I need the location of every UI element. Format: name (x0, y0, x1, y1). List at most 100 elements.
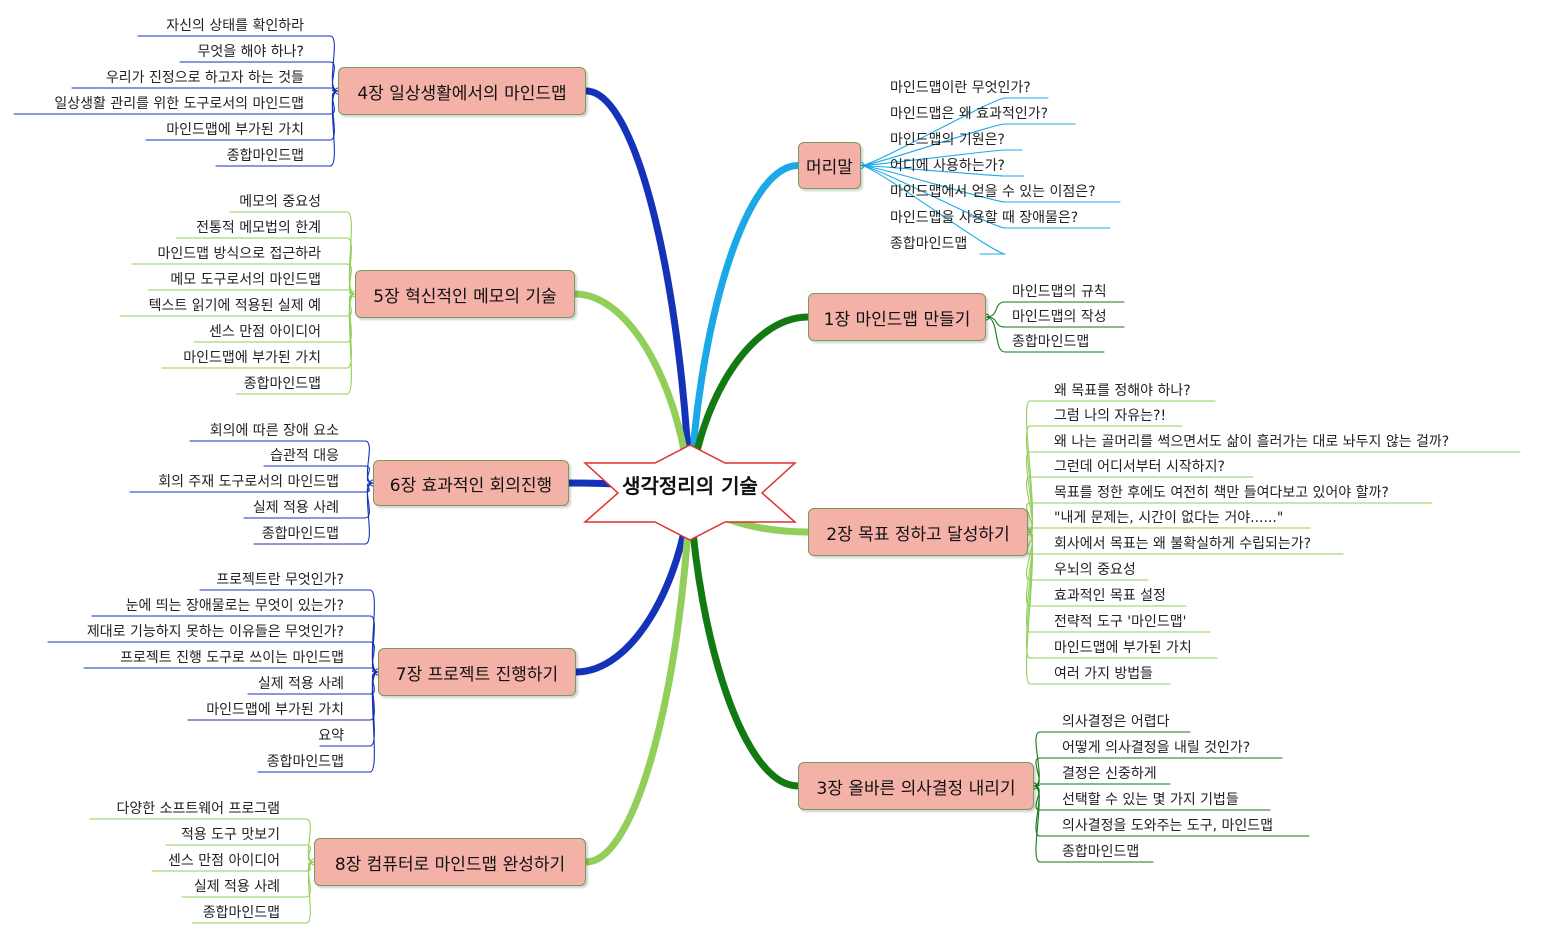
subtopic-item[interactable]: 마인드맵을 사용할 때 장애물은? (890, 210, 1079, 226)
subtopic-item[interactable]: 어떻게 의사결정을 내릴 것인가? (1062, 740, 1251, 756)
subtopic-item[interactable]: 적용 도구 맛보기 (180, 827, 280, 843)
subtopic-curve-ch8 (305, 861, 315, 924)
topic-ch3[interactable]: 3장 올바른 의사결정 내리기 (798, 762, 1034, 810)
subtopic-item[interactable]: 종합마인드맵 (226, 148, 304, 164)
subtopic-item[interactable]: 텍스트 읽기에 적용된 실제 예 (148, 298, 321, 314)
topic-intro[interactable]: 머리말 (798, 142, 861, 189)
subtopic-item[interactable]: 목표를 정한 후에도 여전히 책만 들여다보고 있어야 할까? (1054, 485, 1389, 501)
subtopic-item[interactable]: 회사에서 목표는 왜 불확실하게 수립되는가? (1054, 536, 1312, 552)
subtopic-item[interactable]: 효과적인 목표 설정 (1054, 588, 1166, 604)
subtopic-item[interactable]: 우리가 진정으로 하고자 하는 것들 (105, 70, 304, 86)
subtopic-item[interactable]: 메모 도구로서의 마인드맵 (170, 272, 321, 288)
subtopic-item[interactable]: 습관적 대응 (270, 448, 339, 464)
subtopic-curve-ch2 (1026, 451, 1034, 533)
subtopic-item[interactable]: 의사결정을 도와주는 도구, 마인드맵 (1062, 818, 1273, 834)
subtopic-item[interactable]: 선택할 수 있는 몇 가지 기법들 (1062, 792, 1239, 808)
subtopic-item[interactable]: 센스 만점 아이디어 (168, 853, 280, 869)
subtopic-item[interactable]: 종합마인드맵 (202, 905, 280, 921)
subtopic-item[interactable]: 실제 적용 사례 (193, 879, 280, 895)
subtopic-item[interactable]: 여러 가지 방법들 (1054, 666, 1154, 682)
subtopic-item[interactable]: 무엇을 해야 하나? (197, 44, 305, 60)
subtopic-item[interactable]: 전략적 도구 '마인드맵' (1054, 614, 1187, 630)
subtopic-curve-ch2 (1026, 502, 1034, 533)
subtopic-item[interactable]: 마인드맵은 왜 효과적인가? (890, 106, 1049, 122)
subtopic-item[interactable]: 마인드맵의 규칙 (1012, 284, 1107, 300)
subtopic-item[interactable]: 메모의 중요성 (239, 194, 321, 210)
topic-label-ch5: 5장 혁신적인 메모의 기술 (373, 286, 557, 307)
branch-connector-ch4 (582, 87, 694, 497)
subtopic-item[interactable]: 종합마인드맵 (890, 236, 968, 252)
topic-ch4[interactable]: 4장 일상생활에서의 마인드맵 (338, 67, 586, 115)
subtopic-item[interactable]: "내게 문제는, 시간이 없다는 거야......" (1054, 510, 1284, 526)
subtopic-item[interactable]: 종합마인드맵 (243, 376, 321, 392)
subtopic-item[interactable]: 프로젝트란 무엇인가? (216, 572, 344, 588)
subtopic-item[interactable]: 마인드맵의 기원은? (890, 132, 1005, 148)
subtopic-item[interactable]: 실제 적용 사례 (257, 676, 344, 692)
topic-label-ch6: 6장 효과적인 회의진행 (389, 475, 553, 496)
subtopic-curve-ch4 (329, 90, 339, 167)
topic-ch5[interactable]: 5장 혁신적인 메모의 기술 (355, 270, 575, 318)
branch-connector-intro (686, 162, 802, 497)
subtopic-item[interactable]: 마인드맵에 부가된 가치 (206, 702, 344, 718)
subtopic-item[interactable]: 마인드맵의 작성 (1012, 309, 1107, 325)
subtopic-item[interactable]: 요약 (318, 728, 344, 744)
subtopic-item[interactable]: 마인드맵에 부가된 가치 (166, 122, 304, 138)
subtopic-item[interactable]: 그런데 어디서부터 시작하지? (1054, 459, 1225, 475)
subtopic-item[interactable]: 제대로 기능하지 못하는 이유들은 무엇인가? (86, 624, 344, 640)
subtopic-curve-ch8 (305, 844, 315, 863)
subtopic-curve-ch5 (346, 263, 356, 295)
subtopic-item[interactable]: 어디에 사용하는가? (890, 158, 1005, 174)
central-topic-label: 생각정리의 기술 (622, 474, 758, 498)
topic-label-ch4: 4장 일상생활에서의 마인드맵 (357, 83, 567, 104)
subtopic-item[interactable]: 마인드맵 방식으로 접근하라 (157, 246, 321, 262)
subtopic-curve-ch2 (1025, 531, 1034, 685)
subtopic-item[interactable]: 마인드맵에 부가된 가치 (1054, 640, 1192, 656)
subtopic-item[interactable]: 프로젝트 진행 도구로 쓰이는 마인드맵 (120, 650, 344, 666)
subtopic-curve-ch1 (985, 316, 1006, 353)
subtopic-item[interactable]: 다양한 소프트웨어 프로그램 (116, 801, 280, 817)
subtopic-curve-ch6 (364, 465, 374, 484)
topic-ch6[interactable]: 6장 효과적인 회의진행 (373, 460, 569, 506)
subtopic-item[interactable]: 일상생활 관리를 위한 도구로서의 마인드맵 (54, 96, 304, 112)
subtopic-item[interactable]: 마인드맵에서 얻을 수 있는 이점은? (890, 184, 1096, 200)
subtopic-item[interactable]: 회의에 따른 장애 요소 (209, 423, 339, 439)
branch-connector-core-ch4 (584, 89, 692, 495)
topic-ch2[interactable]: 2장 목표 정하고 달성하기 (808, 508, 1028, 556)
topic-ch7[interactable]: 7장 프로젝트 진행하기 (378, 648, 576, 696)
subtopic-item[interactable]: 전통적 메모법의 한계 (196, 220, 321, 236)
subtopic-item[interactable]: 그럼 나의 자유는?! (1054, 408, 1167, 424)
topic-label-ch1: 1장 마인드맵 만들기 (823, 309, 971, 330)
subtopic-curve-ch7 (369, 641, 379, 673)
subtopic-item[interactable]: 종합마인드맵 (1062, 844, 1140, 860)
subtopic-item[interactable]: 왜 목표를 정해야 하나? (1054, 383, 1191, 399)
subtopic-item[interactable]: 마인드맵이란 무엇인가? (890, 80, 1031, 96)
topic-label-ch2: 2장 목표 정하고 달성하기 (826, 524, 1010, 545)
central-topic-star[interactable] (583, 444, 797, 541)
subtopic-item[interactable]: 눈에 띄는 장애물로는 무엇이 있는가? (125, 598, 344, 614)
subtopic-item[interactable]: 자신의 상태를 확인하라 (166, 18, 304, 34)
branch-connector-core-intro (688, 164, 800, 495)
subtopic-curve-intro (860, 164, 1006, 229)
branch-connector-ch3 (686, 489, 802, 790)
subtopic-item[interactable]: 회의 주재 도구로서의 마인드맵 (158, 474, 339, 490)
subtopic-item[interactable]: 센스 만점 아이디어 (209, 324, 321, 340)
subtopic-item[interactable]: 종합마인드맵 (266, 754, 344, 770)
topic-ch8[interactable]: 8장 컴퓨터로 마인드맵 완성하기 (314, 838, 586, 886)
topic-label-intro: 머리말 (806, 158, 853, 178)
subtopic-item[interactable]: 종합마인드맵 (261, 526, 339, 542)
subtopic-curve-intro (860, 164, 1006, 203)
topic-ch1[interactable]: 1장 마인드맵 만들기 (808, 293, 986, 341)
subtopic-item[interactable]: 우뇌의 중요성 (1054, 562, 1136, 578)
subtopic-item[interactable]: 왜 나는 골머리를 썩으면서도 삶이 흘러가는 대로 놔두지 않는 걸까? (1054, 434, 1450, 450)
subtopic-curve-intro (860, 123, 1006, 167)
subtopic-item[interactable]: 결정은 신중하게 (1062, 766, 1157, 782)
subtopic-curve-ch1 (985, 301, 1006, 318)
subtopic-item[interactable]: 종합마인드맵 (1012, 334, 1090, 350)
subtopic-curve-ch6 (364, 482, 374, 545)
subtopic-item[interactable]: 의사결정은 어렵다 (1062, 714, 1170, 730)
topic-label-ch3: 3장 올바른 의사결정 내리기 (816, 778, 1016, 799)
subtopic-curve-ch7 (369, 671, 379, 773)
subtopic-item[interactable]: 마인드맵에 부가된 가치 (183, 350, 321, 366)
subtopic-item[interactable]: 실제 적용 사례 (252, 500, 339, 516)
